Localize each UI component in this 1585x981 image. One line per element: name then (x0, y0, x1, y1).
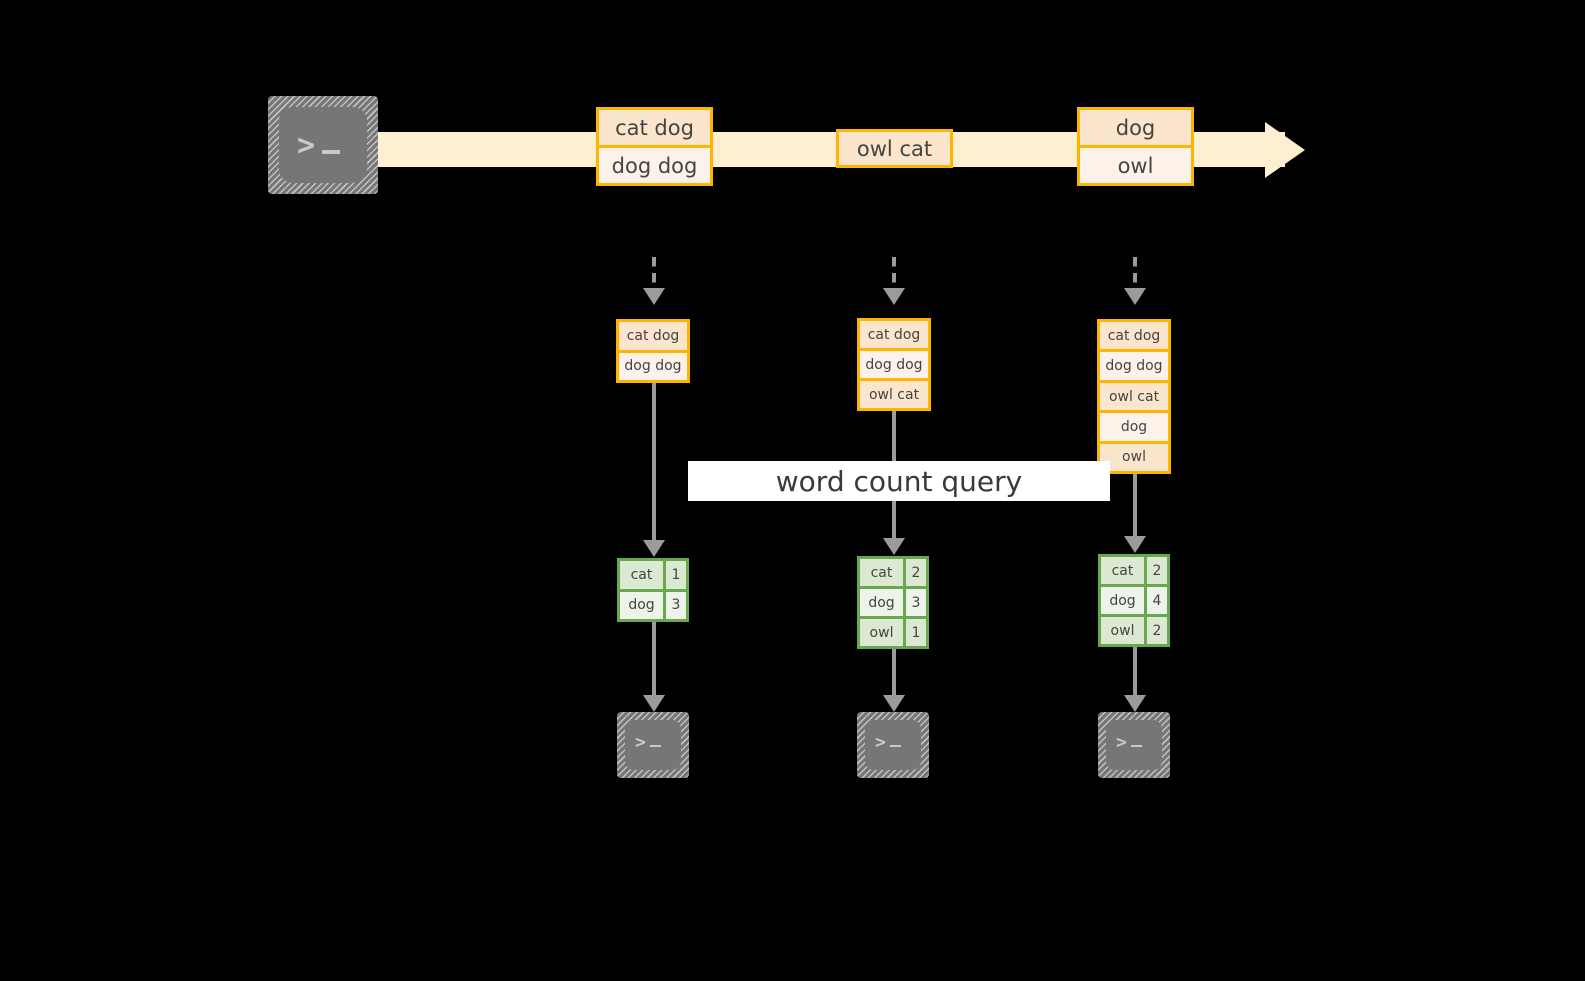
result-word: cat (1101, 557, 1144, 584)
snapshot-buffer-3[interactable]: cat dog dog dog owl cat dog owl (1097, 319, 1171, 474)
query-flow-arrowhead-1 (643, 540, 665, 557)
stream-record: cat dog (599, 110, 710, 145)
terminal-prompt-glyph: > (635, 734, 661, 752)
stream-record: owl (1080, 145, 1191, 183)
query-label-text: word count query (775, 464, 1023, 498)
terminal-prompt-glyph: > (1116, 734, 1142, 752)
result-count: 4 (1144, 587, 1167, 614)
snapshot-tap-arrowhead-2 (883, 288, 905, 305)
query-flow-line-1 (652, 383, 656, 542)
snapshot-tap-arrowhead-1 (643, 288, 665, 305)
query-flow-arrowhead-2 (883, 538, 905, 555)
result-word: owl (860, 619, 903, 646)
snapshot-record: dog (1100, 410, 1168, 441)
snapshot-buffer-1[interactable]: cat dog dog dog (616, 319, 690, 383)
result-word: dog (620, 591, 663, 619)
stream-record-group-3[interactable]: dog owl (1077, 107, 1194, 186)
result-table-3[interactable]: cat 2 dog 4 owl 2 (1098, 554, 1170, 647)
result-count: 2 (1144, 617, 1167, 644)
terminal-prompt-glyph: > (297, 131, 341, 161)
table-row: cat 1 (620, 561, 686, 589)
table-row: owl 2 (1101, 614, 1167, 644)
table-row: owl 1 (860, 616, 926, 646)
table-row: dog 3 (620, 588, 686, 619)
result-count: 1 (903, 619, 926, 646)
table-row: cat 2 (1101, 557, 1167, 584)
sink-flow-line-1 (652, 622, 656, 697)
snapshot-record: cat dog (1100, 322, 1168, 350)
query-label-band: word count query (688, 461, 1110, 501)
stream-record: owl cat (839, 132, 950, 165)
sink-terminal-icon-3[interactable]: > (1098, 712, 1170, 778)
sink-flow-line-2 (892, 649, 896, 697)
stream-record-group-2[interactable]: owl cat (836, 129, 953, 168)
result-count: 3 (903, 589, 926, 616)
result-table-1[interactable]: cat 1 dog 3 (617, 558, 689, 622)
snapshot-tap-arrowhead-3 (1124, 288, 1146, 305)
stream-record: dog (1080, 110, 1191, 145)
snapshot-tap-line-1 (652, 257, 656, 289)
query-flow-arrowhead-3 (1124, 536, 1146, 553)
result-word: cat (620, 561, 663, 589)
result-word: owl (1101, 617, 1144, 644)
snapshot-record: dog dog (619, 349, 687, 380)
table-row: dog 4 (1101, 584, 1167, 614)
snapshot-record: owl cat (860, 378, 928, 408)
stream-record-group-1[interactable]: cat dog dog dog (596, 107, 713, 186)
snapshot-record: owl cat (1100, 379, 1168, 411)
stream-record: dog dog (599, 145, 710, 183)
snapshot-buffer-2[interactable]: cat dog dog dog owl cat (857, 318, 931, 411)
snapshot-record: dog dog (1100, 349, 1168, 380)
query-flow-line-3 (1133, 474, 1137, 538)
snapshot-tap-line-3 (1133, 257, 1137, 289)
sink-flow-line-3 (1133, 647, 1137, 697)
source-terminal-icon[interactable]: > (268, 96, 378, 194)
snapshot-record: cat dog (860, 321, 928, 348)
result-count: 2 (903, 559, 926, 586)
snapshot-record: dog dog (860, 348, 928, 378)
result-count: 2 (1144, 557, 1167, 584)
sink-flow-arrowhead-1 (643, 695, 665, 712)
result-table-2[interactable]: cat 2 dog 3 owl 1 (857, 556, 929, 649)
result-word: dog (1101, 587, 1144, 614)
snapshot-record: owl (1100, 440, 1168, 472)
result-count: 1 (663, 561, 686, 589)
sink-terminal-icon-2[interactable]: > (857, 712, 929, 778)
table-row: cat 2 (860, 559, 926, 586)
sink-flow-arrowhead-3 (1124, 695, 1146, 712)
result-word: dog (860, 589, 903, 616)
sink-flow-arrowhead-2 (883, 695, 905, 712)
result-word: cat (860, 559, 903, 586)
stream-arrowhead (1265, 122, 1305, 178)
table-row: dog 3 (860, 586, 926, 616)
result-count: 3 (663, 591, 686, 619)
terminal-prompt-glyph: > (875, 734, 901, 752)
snapshot-tap-line-2 (892, 257, 896, 289)
sink-terminal-icon-1[interactable]: > (617, 712, 689, 778)
snapshot-record: cat dog (619, 322, 687, 350)
